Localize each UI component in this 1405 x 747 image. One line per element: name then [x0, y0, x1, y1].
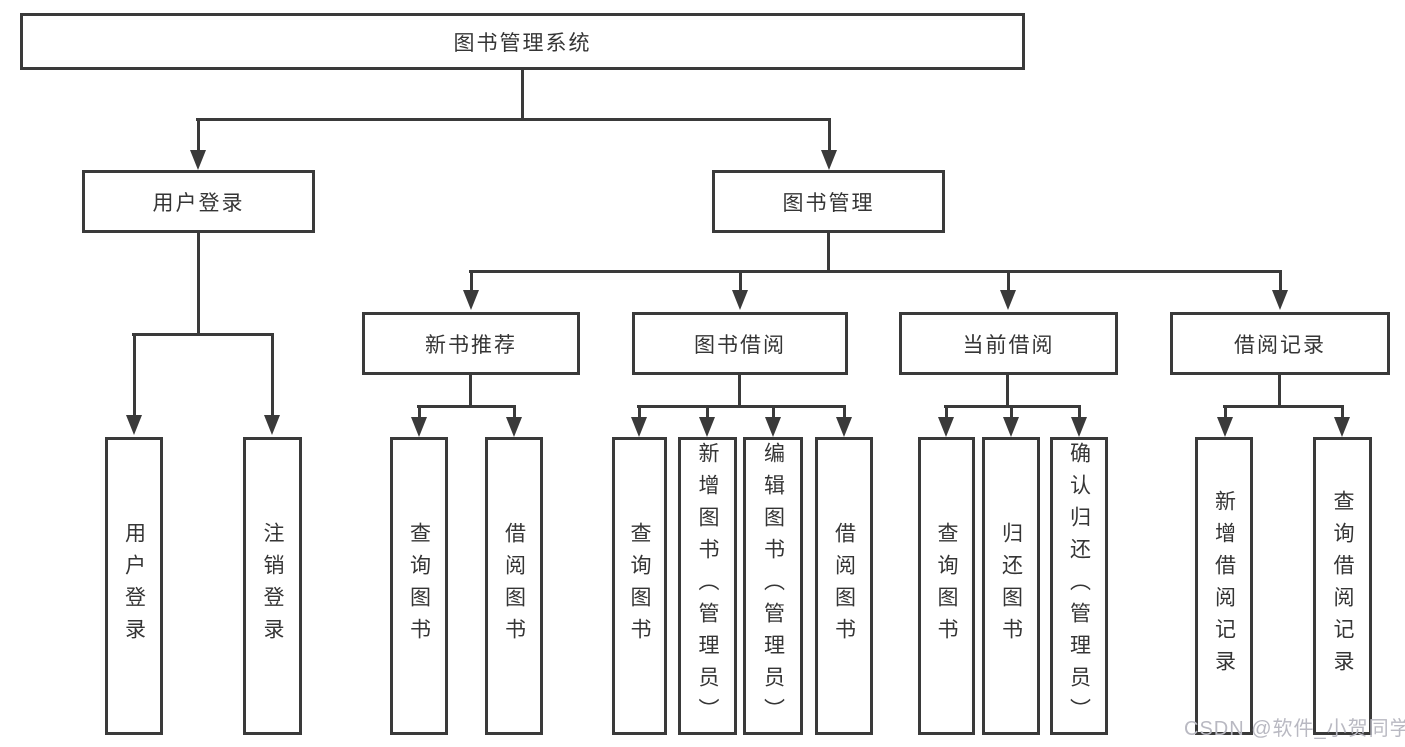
- connector-line: [197, 233, 200, 336]
- arrow-down-icon: [411, 407, 427, 437]
- arrow-down-icon: [765, 407, 781, 437]
- node-label: 当前借阅: [962, 333, 1055, 357]
- node-leaf-edit-books-admin: 编辑图书（管理员）: [743, 437, 803, 735]
- node-label: 用户登录: [152, 191, 245, 215]
- node-leaf-user-login: 用户登录: [105, 437, 163, 735]
- node-leaf-add-books-admin: 新增图书（管理员）: [678, 437, 737, 735]
- connector-line: [1223, 405, 1344, 408]
- node-leaf-confirm-return-admin: 确认归还（管理员）: [1050, 437, 1108, 735]
- arrow-down-icon: [699, 407, 715, 437]
- arrow-down-icon: [1334, 407, 1350, 437]
- connector-line: [417, 405, 516, 408]
- node-label: 归还图书: [999, 522, 1023, 650]
- connector-line: [637, 405, 846, 408]
- connector-line: [521, 70, 524, 121]
- arrow-down-icon: [190, 120, 206, 170]
- node-book-borrowing: 图书借阅: [632, 312, 848, 375]
- arrow-down-icon: [836, 407, 852, 437]
- node-label: 借阅图书: [502, 522, 526, 650]
- node-label: 借阅图书: [832, 522, 856, 650]
- node-leaf-query-books: 查询图书: [390, 437, 448, 735]
- node-leaf-query-books: 查询图书: [612, 437, 667, 735]
- node-borrowing-records: 借阅记录: [1170, 312, 1390, 375]
- node-label: 借阅记录: [1234, 333, 1326, 357]
- connector-line: [196, 118, 831, 121]
- node-label: 确认归还（管理员）: [1067, 442, 1091, 730]
- node-label: 查询借阅记录: [1331, 490, 1354, 682]
- node-label: 图书管理: [782, 191, 875, 215]
- node-label: 用户登录: [122, 522, 146, 650]
- node-label: 新增图书（管理员）: [696, 442, 719, 730]
- node-label: 注销登录: [261, 522, 284, 650]
- node-leaf-query-books: 查询图书: [918, 437, 975, 735]
- node-leaf-borrow-books: 借阅图书: [485, 437, 543, 735]
- node-user-login: 用户登录: [82, 170, 315, 233]
- arrow-down-icon: [1071, 407, 1087, 437]
- connector-line: [469, 270, 1282, 273]
- node-leaf-return-books: 归还图书: [982, 437, 1040, 735]
- connector-line: [944, 405, 1081, 408]
- connector-line: [469, 375, 472, 408]
- arrow-down-icon: [1000, 272, 1016, 310]
- arrow-down-icon: [1003, 407, 1019, 437]
- node-label: 查询图书: [935, 522, 958, 650]
- connector-line: [1006, 375, 1009, 408]
- node-leaf-borrow-books: 借阅图书: [815, 437, 873, 735]
- arrow-down-icon: [506, 407, 522, 437]
- node-label: 新增借阅记录: [1212, 490, 1236, 682]
- csdn-watermark: CSDN @软件_小贺同学: [1184, 718, 1405, 740]
- node-leaf-add-borrow-record: 新增借阅记录: [1195, 437, 1253, 735]
- arrow-down-icon: [264, 335, 280, 435]
- node-library-management-system: 图书管理系统: [20, 13, 1025, 70]
- node-label: 新书推荐: [425, 333, 517, 357]
- node-leaf-logout: 注销登录: [243, 437, 302, 735]
- node-leaf-query-borrow-record: 查询借阅记录: [1313, 437, 1372, 735]
- node-new-book-recommendation: 新书推荐: [362, 312, 580, 375]
- arrow-down-icon: [1217, 407, 1233, 437]
- arrow-down-icon: [631, 407, 647, 437]
- node-label: 图书管理系统: [453, 31, 592, 55]
- arrow-down-icon: [938, 407, 954, 437]
- connector-line: [132, 333, 274, 336]
- connector-line: [1278, 375, 1281, 408]
- arrow-down-icon: [732, 272, 748, 310]
- node-current-borrowing: 当前借阅: [899, 312, 1118, 375]
- connector-line: [827, 233, 830, 273]
- node-label: 查询图书: [407, 522, 431, 650]
- arrow-down-icon: [821, 120, 837, 170]
- arrow-down-icon: [1272, 272, 1288, 310]
- node-label: 图书借阅: [694, 333, 786, 357]
- node-book-management: 图书管理: [712, 170, 945, 233]
- arrow-down-icon: [126, 335, 142, 435]
- node-label: 编辑图书（管理员）: [761, 442, 785, 730]
- arrow-down-icon: [463, 272, 479, 310]
- connector-line: [738, 375, 741, 408]
- node-label: 查询图书: [628, 522, 651, 650]
